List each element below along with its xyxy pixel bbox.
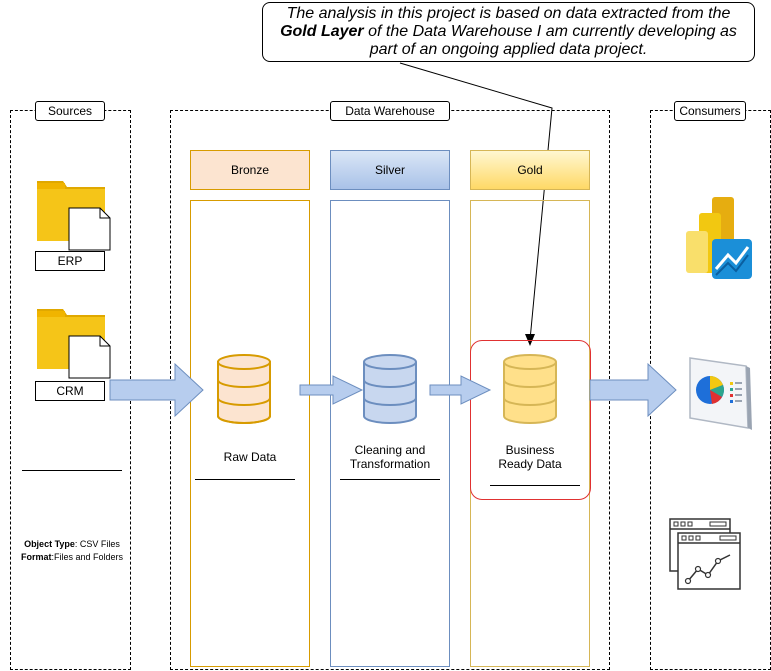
bronze-body — [190, 200, 310, 667]
analytics-icon — [669, 518, 741, 590]
erp-label: ERP — [35, 251, 105, 271]
silver-caption-line-1: Cleaning and — [354, 443, 426, 457]
silver-body — [330, 200, 450, 667]
bronze-header: Bronze — [190, 150, 310, 190]
warehouse-label: Data Warehouse — [330, 101, 450, 121]
bronze-database-icon — [217, 354, 271, 424]
bronze-caption: Raw Data — [223, 450, 277, 464]
erp-file-icon — [68, 207, 111, 251]
crm-label: CRM — [35, 381, 105, 401]
object-type-value: : CSV Files — [74, 539, 120, 549]
format-line: Format:Files and Folders — [12, 551, 132, 564]
gold-caption: Business Ready Data — [470, 443, 590, 471]
silver-header: Silver — [330, 150, 450, 190]
note-line-2-rest: of the Data Warehouse I am currently dev… — [363, 23, 737, 40]
note-line-1: The analysis in this project is based on… — [286, 5, 731, 22]
note-line-3: part of an ongoing applied data project. — [369, 41, 648, 58]
format-label: Format — [20, 552, 52, 562]
dashboard-icon — [689, 357, 752, 430]
object-type-label: Object Type — [24, 539, 75, 549]
gold-underline — [490, 485, 580, 486]
gold-header: Gold — [470, 150, 590, 190]
silver-caption-line-2: Transformation — [349, 457, 431, 471]
format-value: :Files and Folders — [51, 552, 124, 562]
arrow-sources-to-bronze — [109, 362, 204, 418]
consumers-label: Consumers — [674, 101, 746, 121]
silver-database-icon — [363, 354, 417, 424]
crm-file-icon — [68, 335, 111, 379]
arrow-gold-to-consumers — [589, 362, 677, 418]
sources-divider — [22, 470, 122, 471]
gold-caption-line-1: Business — [505, 443, 555, 457]
object-type-line: Object Type: CSV Files — [12, 538, 132, 551]
gold-caption-line-2: Ready Data — [498, 457, 562, 471]
sources-meta: Object Type: CSV Files Format:Files and … — [12, 538, 132, 564]
bronze-underline — [195, 479, 295, 480]
project-note: The analysis in this project is based on… — [262, 2, 755, 62]
note-line-2: Gold Layer of the Data Warehouse I am cu… — [267, 23, 750, 41]
silver-caption: Cleaning and Transformation — [330, 443, 450, 471]
sources-label: Sources — [35, 101, 105, 121]
silver-underline — [340, 479, 440, 480]
gold-highlight — [470, 340, 591, 500]
power-bi-icon — [686, 197, 752, 279]
arrow-bronze-to-silver — [299, 375, 364, 405]
arrow-silver-to-gold — [429, 375, 492, 405]
note-bold: Gold Layer — [280, 23, 364, 40]
gold-database-icon — [503, 354, 557, 424]
